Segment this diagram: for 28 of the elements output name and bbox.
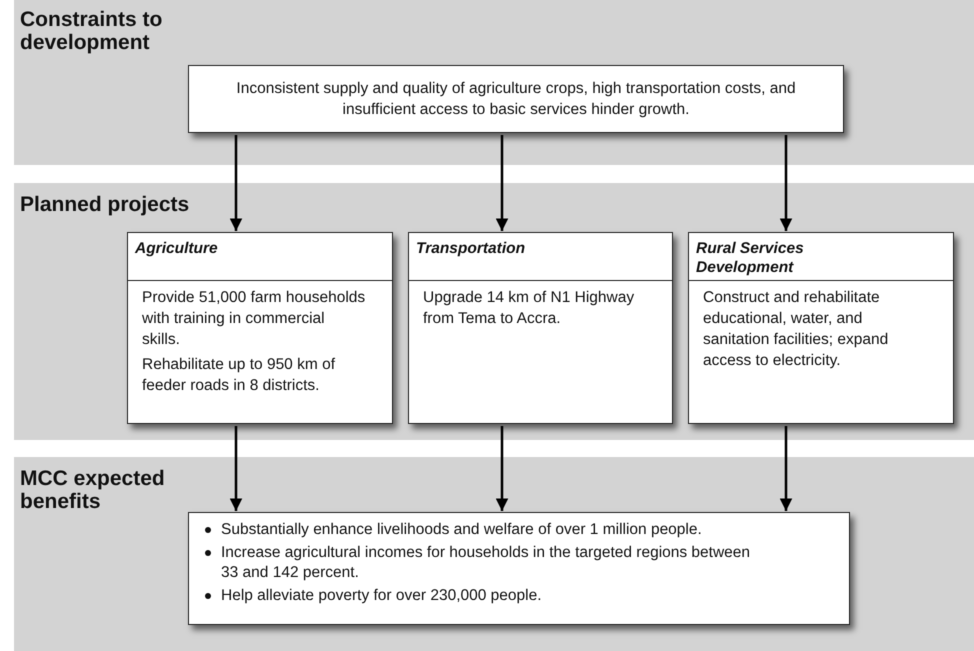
arrow [496,426,508,511]
section-band [14,183,974,440]
constraint-box [188,65,844,133]
box-text: Inconsistent supply and quality of agriculture crops, high transportation costs, and insufficient access to basic services hinder growth. [235,79,797,120]
section-band [14,0,974,165]
project-heading: Transportation [409,233,672,281]
project-box [688,232,954,424]
project-box [408,232,673,424]
section-band [14,457,974,651]
arrow [230,135,242,231]
bullet-text: Substantially enhance livelihoods and welfare of over 1 million people. [221,521,702,538]
bullet-text: Help alleviate poverty for over 230,000 people. [221,587,542,604]
section-title: MCC expected benefits [20,467,166,513]
arrow [230,426,242,511]
arrow [496,135,508,231]
section-title: Planned projects [20,193,190,216]
project-text: Construct and rehabilitate educational, water, and sanitation facilities; expand access to electricity. [702,288,890,371]
project-box [127,232,393,424]
arrow [780,135,792,231]
project-text: Provide 51,000 farm households with training in commercial skills. [141,288,366,350]
bullet-text: Increase agricultural incomes for households in the targeted regions between 33 and 142 percent. [221,544,750,581]
benefits-box [188,512,850,625]
project-text: Rehabilitate up to 950 km of feeder roads in 8 districts. [141,355,336,396]
arrow [780,426,792,511]
project-heading: Rural Services Development [689,233,953,281]
project-text: Upgrade 14 km of N1 Highway from Tema to Accra. [422,288,636,329]
project-heading: Agriculture [128,233,392,281]
section-title: Constraints to development [20,8,164,54]
